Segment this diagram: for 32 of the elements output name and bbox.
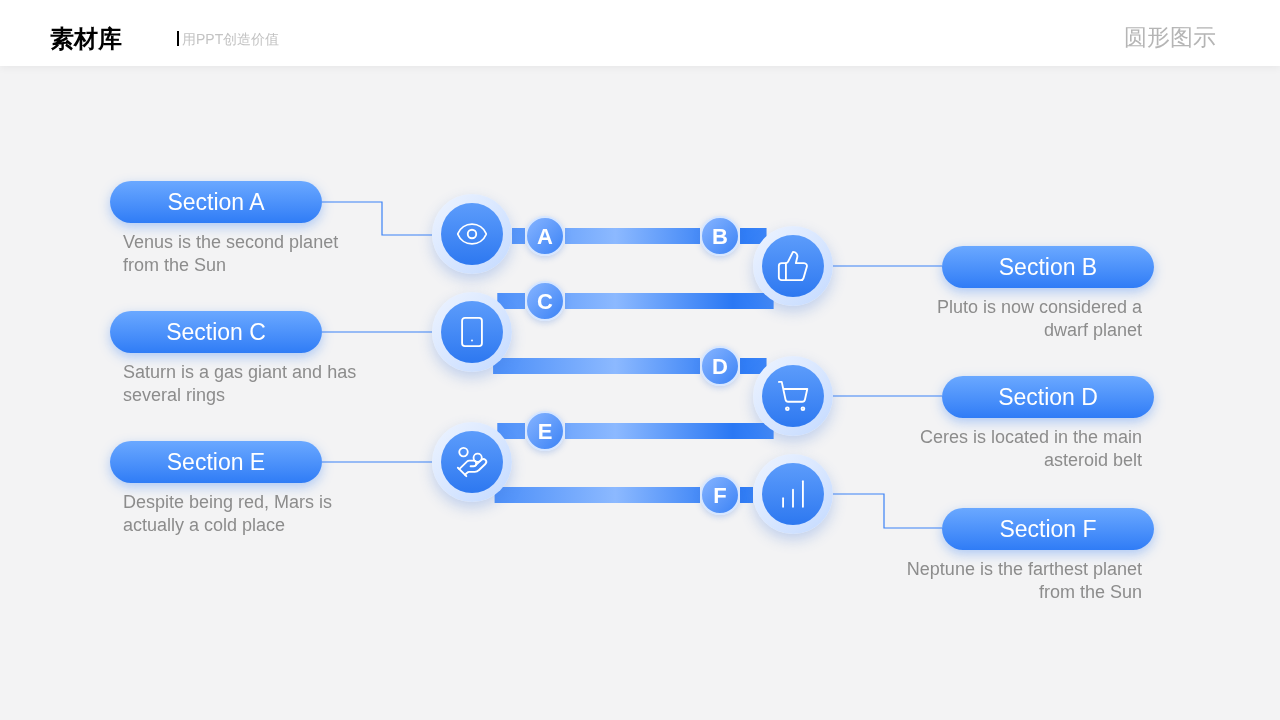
section-description: Venus is the second planet from the Sun bbox=[123, 231, 340, 277]
section-pill: Section D bbox=[942, 376, 1154, 418]
connector-bar bbox=[511, 228, 525, 244]
connector-bar bbox=[565, 293, 774, 309]
leader-line bbox=[321, 201, 433, 236]
connector-bar bbox=[740, 228, 767, 244]
connector-bar bbox=[740, 487, 753, 503]
section-pill: Section F bbox=[942, 508, 1154, 550]
connector-bar bbox=[565, 423, 774, 439]
connector-bar bbox=[493, 358, 700, 374]
section-description: Neptune is the farthest planet from the Sun bbox=[906, 558, 1142, 604]
leader-line bbox=[832, 493, 943, 529]
leader-line bbox=[321, 461, 433, 463]
connector-bar bbox=[740, 358, 767, 374]
brand-label: 素材库 bbox=[50, 24, 122, 54]
connector-bar bbox=[565, 228, 700, 244]
slogan-label: 用PPT创造价值 bbox=[182, 30, 280, 48]
section-description: Pluto is now considered a dwarf planet bbox=[935, 296, 1142, 342]
section-pill: Section C bbox=[110, 311, 322, 353]
leader-line bbox=[832, 265, 943, 267]
leader-line bbox=[832, 395, 943, 397]
leader-line bbox=[321, 331, 433, 333]
section-description: Saturn is a gas giant and has several rings bbox=[123, 361, 358, 407]
section-pill: Section A bbox=[110, 181, 322, 223]
connector-bar bbox=[494, 487, 700, 503]
section-description: Despite being red, Mars is actually a cold place bbox=[123, 491, 334, 537]
page-title: 圆形图示 bbox=[1124, 23, 1216, 52]
connector-bar bbox=[497, 423, 525, 439]
connector-bar bbox=[497, 293, 525, 309]
section-description: Ceres is located in the main asteroid belt bbox=[918, 426, 1142, 472]
section-pill: Section B bbox=[942, 246, 1154, 288]
section-pill: Section E bbox=[110, 441, 322, 483]
